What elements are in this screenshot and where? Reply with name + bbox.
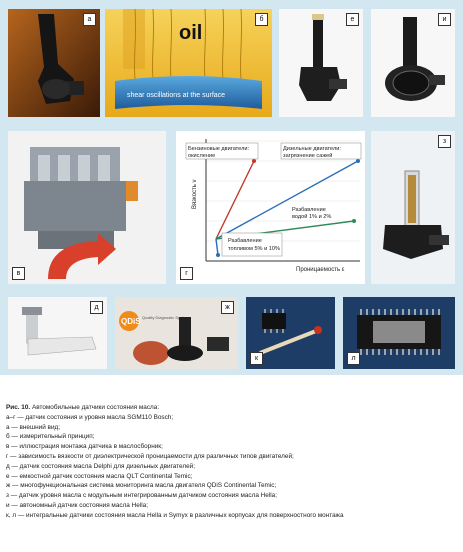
sensor-i-image [371,9,455,117]
panel-zh-qdis-photo: QDiS Quality Diagnostic System ж [115,297,238,369]
caption-line: б — измерительный принцип; [6,433,95,441]
panel-v-tag: в [12,267,25,280]
caption-title-line: Рис. 10. Автомобильные датчики состояния… [6,403,458,413]
annotation-box-gasoline [185,142,259,160]
panel-i-sensor-photo: и [371,9,455,117]
panel-zh-tag: ж [221,301,234,314]
panel-b-principle: oil shear oscillations at the surface б [105,9,272,117]
panel-g-chart: Вязкость ν Проницаемость ε Бензиновые дв… [176,131,365,284]
panel-k-chip-photo: к [246,297,335,369]
figure-caption: Рис. 10. Автомобильные датчики состояния… [6,403,458,521]
panel-v-engine-illustration: в [8,131,166,284]
caption-title: Рис. 10. [6,404,31,411]
panel-z-sensor-photo: з [371,131,455,284]
trend-arrowhead [352,219,356,223]
panel-a-sensor-photo: а [8,9,100,117]
qdis-image: QDiS Quality Diagnostic System [115,297,238,369]
sensor-e-image [279,9,363,117]
caption-line: ж — многофункциональная система монитори… [6,482,277,490]
panel-d-sensor-photo: д [8,297,107,369]
sensor-a-image [8,9,100,117]
panel-d-tag: д [90,301,103,314]
caption-line: е — емкостной датчик состояния масла QLT… [6,472,193,480]
caption-line: в — иллюстрация монтажа датчика в маслос… [6,443,163,451]
annotation-diesel: Дизельные двигатели:загрязнение сажей [283,146,341,159]
annotation-gasoline: Бензиновые двигатели:окисление [188,146,249,159]
wave-label: shear oscillations at the surface [127,92,225,99]
panel-e-tag: е [346,13,359,26]
trend-arrowhead [252,159,256,163]
qdis-logo-sub: Quality Diagnostic System [142,315,189,320]
caption-line: а — внешний вид; [6,423,61,431]
panel-l-tag: л [347,352,360,365]
x-axis-label: Проницаемость ε [296,267,345,273]
caption-line: и — автономный датчик состояния масла He… [6,501,148,509]
qdis-logo-text: QDiS [121,317,141,326]
viscosity-chart: Вязкость ν Проницаемость ε Бензиновые дв… [176,131,365,284]
trend-line-soot-up [215,160,359,240]
panel-b-tag: б [255,13,268,26]
trend-arrowhead [356,159,360,163]
panel-g-tag: г [180,267,193,280]
sensor-z-image [371,131,455,284]
panel-l-chip-photo: л [343,297,455,369]
trend-line-oxidation-up [215,160,255,240]
engine-illustration [8,131,166,284]
caption-line: з — датчик уровня масла с модульным инте… [6,492,278,500]
trend-line-fuel-dilution-down [215,238,219,256]
caption-line: г — зависимость вязкости от диэлектричес… [6,452,294,460]
caption-line: д — датчик состояния масла Delphi для ди… [6,462,195,470]
figure-background: а oil shear oscillations at the surfac [0,0,463,375]
panel-e-sensor-photo: е [279,9,363,117]
annotation-box-fuel [221,232,283,257]
chart-grid [206,140,360,242]
panel-i-tag: и [438,13,451,26]
chip-l-image [343,297,455,369]
caption-line: к, л — интегральные датчики состояния ма… [6,511,344,519]
caption-line: а–г — датчик состояния и уровня масла SG… [6,413,174,421]
panel-z-tag: з [438,135,451,148]
panel-k-tag: к [250,352,263,365]
panel-a-tag: а [83,13,96,26]
annotation-box-diesel [280,142,362,160]
oil-label: oil [179,22,202,44]
principle-diagram: oil shear oscillations at the surface [105,9,272,117]
y-axis-label: Вязкость ν [192,179,198,209]
trend-arrowhead [216,253,220,257]
caption-title-rest: Автомобильные датчики состояния масла: [30,404,160,411]
